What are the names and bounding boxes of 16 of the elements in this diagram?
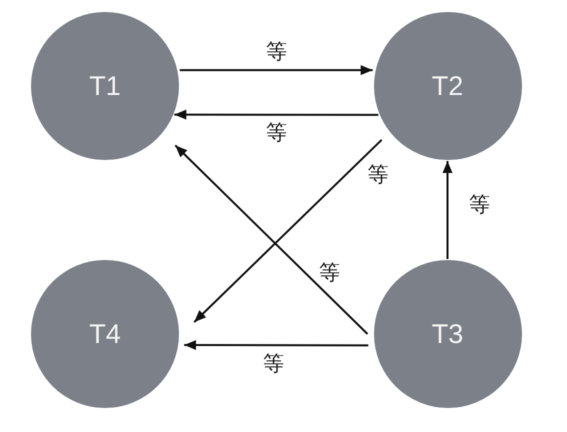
circle-node: T1 [31,12,179,160]
edge-label: 等 [468,194,491,216]
circle-node: T3 [374,260,522,408]
circle-node: T2 [374,12,522,160]
arrow [184,340,368,350]
edge-label: 等 [264,122,288,144]
edge-label: 等 [264,42,288,63]
arrow [194,139,382,323]
edge-label: 等 [318,262,341,284]
arrow [174,144,368,335]
arrow [442,161,452,259]
edge-label: 等 [262,354,285,375]
circle-node: T4 [31,260,179,408]
arrow [180,65,373,76]
edge-label: 等 [366,164,390,186]
arrow [174,110,378,120]
